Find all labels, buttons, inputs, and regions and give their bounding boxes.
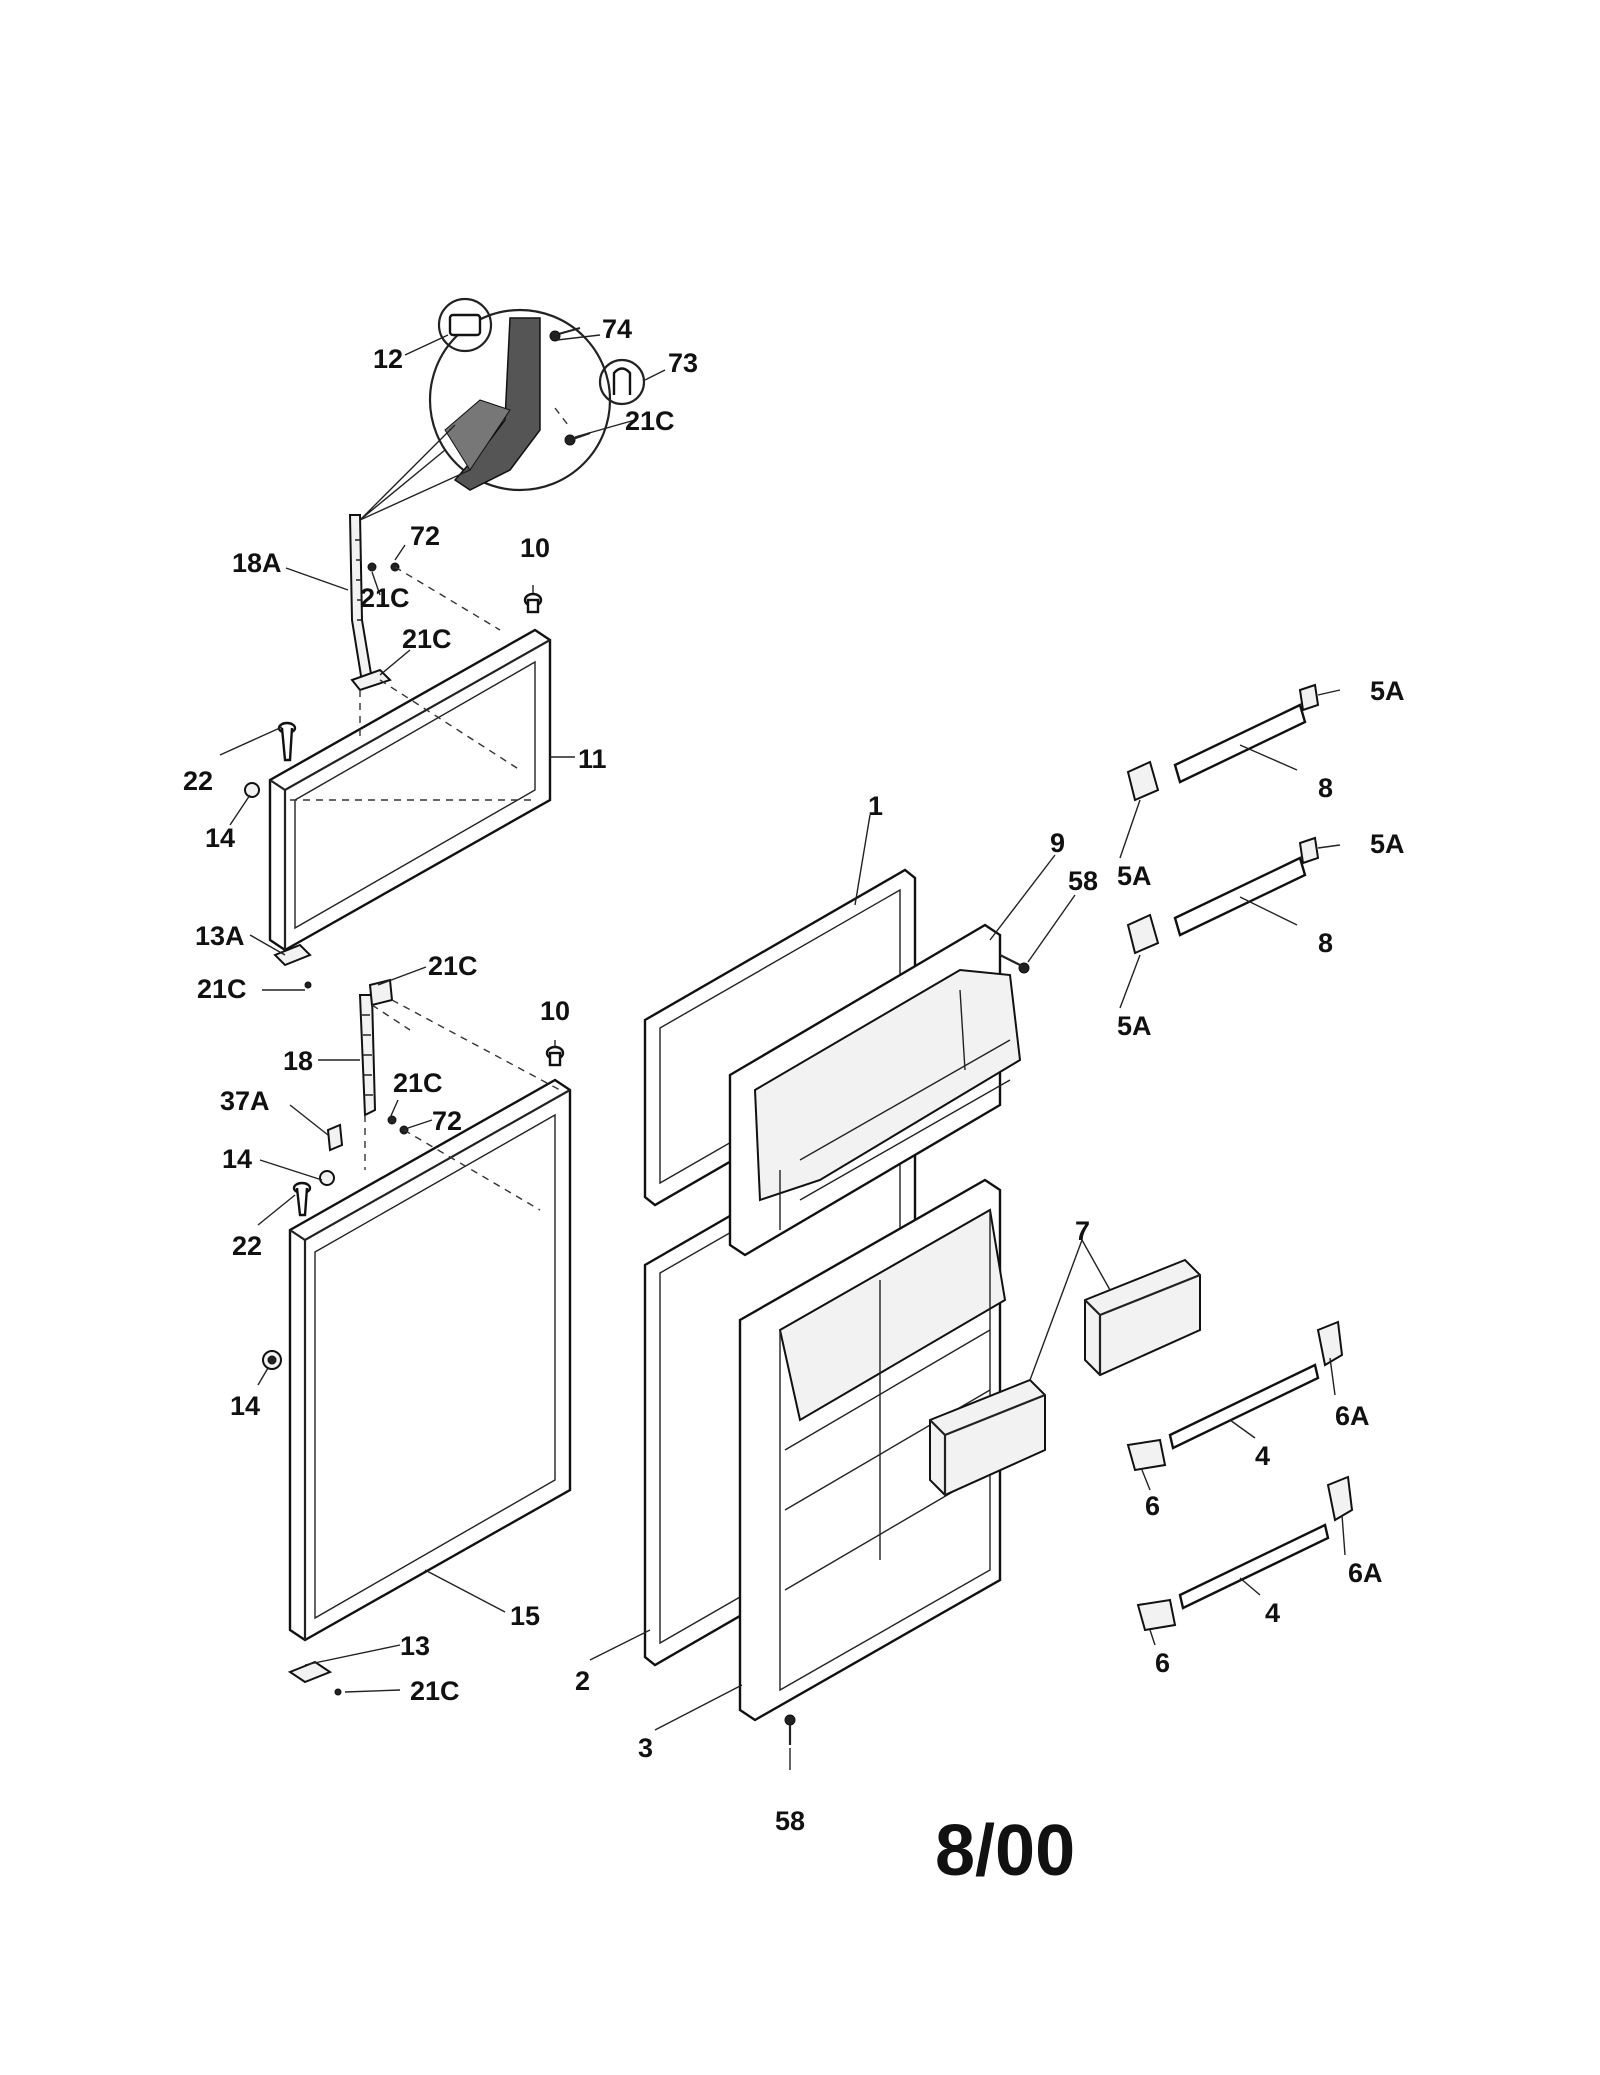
freezer-rail-8-bottom bbox=[1126, 836, 1320, 955]
label-5a-bottom-right: 5A bbox=[1370, 829, 1405, 859]
hinge-detail-callout bbox=[359, 297, 646, 521]
label-18a: 18A bbox=[232, 548, 282, 578]
hinge-cap-10-upper bbox=[523, 592, 543, 614]
label-21c-13a: 21C bbox=[197, 974, 247, 1004]
freezer-pin-22 bbox=[277, 721, 297, 762]
label-18: 18 bbox=[283, 1046, 313, 1076]
label-6a-bottom: 6A bbox=[1348, 1558, 1383, 1588]
label-21c-hinge-middle-top: 21C bbox=[428, 951, 478, 981]
label-3: 3 bbox=[638, 1733, 653, 1763]
label-5a-top-left: 5A bbox=[1117, 861, 1152, 891]
label-7: 7 bbox=[1075, 1216, 1090, 1246]
fresh-food-stop-14-top bbox=[319, 1170, 335, 1186]
label-72-lower: 72 bbox=[432, 1106, 462, 1136]
label-8-top: 8 bbox=[1318, 773, 1333, 803]
label-72-upper: 72 bbox=[410, 521, 440, 551]
label-4-top: 4 bbox=[1255, 1441, 1270, 1471]
label-6-top: 6 bbox=[1145, 1491, 1160, 1521]
label-6a-top: 6A bbox=[1335, 1401, 1370, 1431]
label-10-lower: 10 bbox=[540, 996, 570, 1026]
label-11: 11 bbox=[578, 744, 607, 774]
label-22-lower: 22 bbox=[232, 1231, 262, 1261]
freezer-stop-14 bbox=[244, 782, 260, 798]
fresh-food-door-outer-panel bbox=[288, 1078, 572, 1642]
shim-37a bbox=[326, 1123, 344, 1152]
label-21c-13: 21C bbox=[410, 1676, 460, 1706]
label-15: 15 bbox=[510, 1601, 540, 1631]
label-9: 9 bbox=[1050, 828, 1065, 858]
label-73: 73 bbox=[668, 348, 698, 378]
freezer-door-outer-panel bbox=[268, 628, 552, 952]
label-13a: 13A bbox=[195, 921, 245, 951]
label-6-bottom: 6 bbox=[1155, 1648, 1170, 1678]
middle-hinge-18 bbox=[358, 978, 561, 1211]
freezer-rail-8-top bbox=[1126, 683, 1320, 802]
fresh-food-rail-4-bottom bbox=[1136, 1475, 1354, 1632]
label-14-middle: 14 bbox=[222, 1144, 252, 1174]
label-58-top: 58 bbox=[1068, 866, 1098, 896]
screw-58-top bbox=[999, 954, 1030, 974]
label-1: 1 bbox=[868, 791, 883, 821]
label-5a-bottom-left: 5A bbox=[1117, 1011, 1152, 1041]
label-58-bottom: 58 bbox=[775, 1806, 805, 1836]
label-2: 2 bbox=[575, 1666, 590, 1696]
label-14-side: 14 bbox=[230, 1391, 260, 1421]
date-code: 8/00 bbox=[935, 1811, 1075, 1891]
label-4-bottom: 4 bbox=[1265, 1598, 1280, 1628]
label-21c-hinge-upper-b: 21C bbox=[402, 624, 452, 654]
label-10-upper: 10 bbox=[520, 533, 550, 563]
label-13: 13 bbox=[400, 1631, 430, 1661]
hinge-cap-10-lower bbox=[545, 1045, 565, 1067]
label-8-bottom: 8 bbox=[1318, 928, 1333, 958]
fresh-food-door-liner-3 bbox=[738, 1178, 1007, 1722]
label-37a: 37A bbox=[220, 1086, 270, 1116]
door-bin-7-loose bbox=[1084, 1258, 1201, 1377]
label-74: 74 bbox=[602, 314, 632, 344]
freezer-door-liner-9 bbox=[728, 923, 1022, 1257]
leader-lines bbox=[219, 334, 1346, 1770]
label-22-upper: 22 bbox=[183, 766, 213, 796]
part-number-labels: 12 74 73 21C 72 18A 10 21C 21C 22 11 14 … bbox=[183, 314, 1405, 1891]
bottom-bracket-13a bbox=[273, 943, 312, 989]
label-5a-top-right: 5A bbox=[1370, 676, 1405, 706]
fresh-food-pin-22 bbox=[292, 1181, 312, 1217]
label-12: 12 bbox=[373, 344, 403, 374]
label-21c-hinge-middle: 21C bbox=[393, 1068, 443, 1098]
screw-58-bottom bbox=[784, 1714, 796, 1745]
fresh-food-stop-14-side bbox=[262, 1350, 282, 1370]
label-14-upper: 14 bbox=[205, 823, 235, 853]
label-21c-detail: 21C bbox=[625, 406, 675, 436]
bottom-bracket-13 bbox=[287, 1660, 342, 1696]
label-21c-hinge-upper-a: 21C bbox=[360, 583, 410, 613]
fresh-food-rail-4-top bbox=[1126, 1320, 1344, 1472]
